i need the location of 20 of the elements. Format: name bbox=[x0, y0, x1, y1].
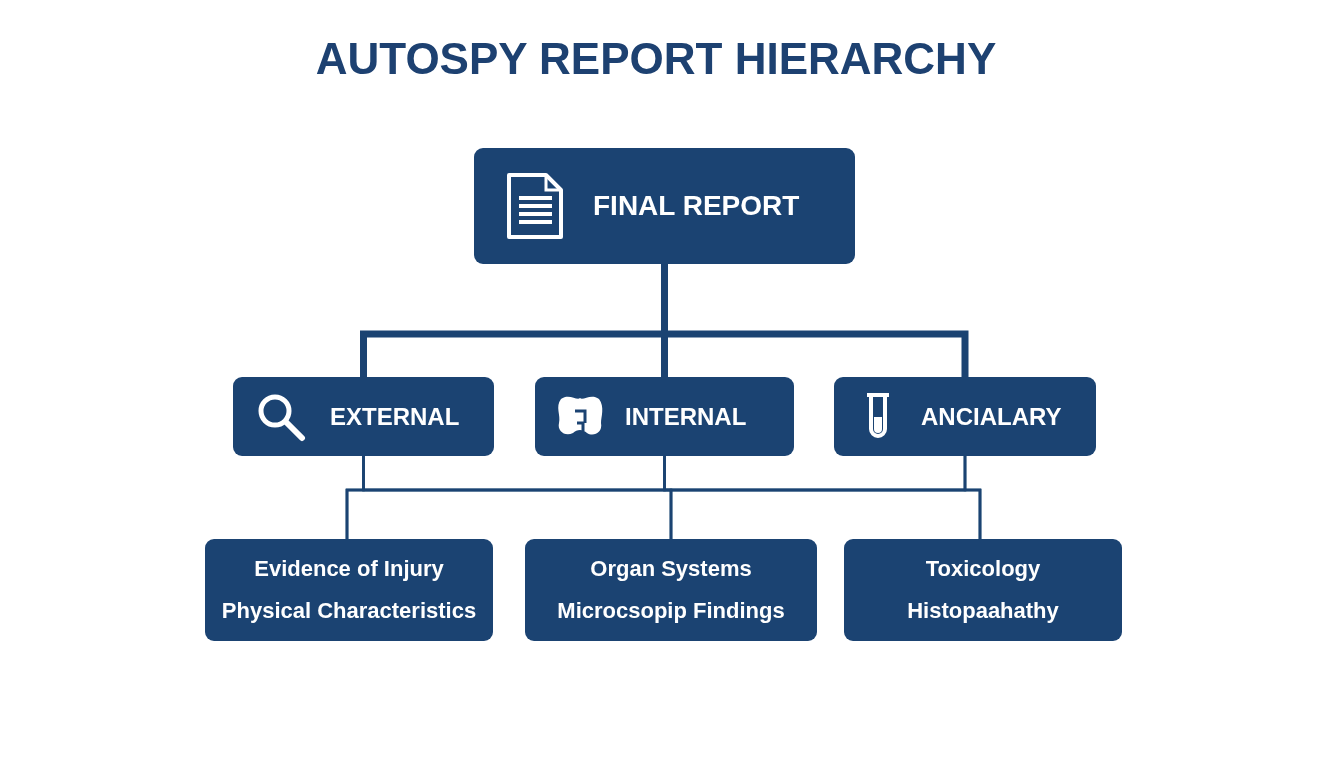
diagram-title: AUTOSPY REPORT HIERARCHY bbox=[314, 34, 998, 84]
node-label: EXTERNAL bbox=[330, 401, 460, 432]
detail-box bbox=[844, 539, 1122, 641]
node-label: INTERNAL bbox=[625, 401, 747, 432]
node-label: ANCIALARY bbox=[921, 401, 1062, 432]
connector-line bbox=[963, 456, 982, 539]
category-box bbox=[233, 377, 494, 456]
node-label: Microcsopip Findings bbox=[557, 597, 785, 625]
node-label: Toxicology bbox=[925, 555, 1041, 584]
category-box bbox=[535, 377, 794, 456]
category-box bbox=[834, 377, 1096, 456]
connector-line bbox=[661, 264, 969, 377]
node-label: Evidence of Injury bbox=[254, 555, 444, 584]
node-label: Organ Systems bbox=[590, 555, 752, 584]
node-label: FINAL REPORT bbox=[593, 189, 800, 224]
node-label: Physical Characteristics bbox=[221, 597, 477, 625]
category-box bbox=[474, 148, 855, 264]
detail-box bbox=[205, 539, 493, 641]
node-label: Histopaahathy bbox=[907, 597, 1059, 625]
detail-box bbox=[525, 539, 817, 641]
